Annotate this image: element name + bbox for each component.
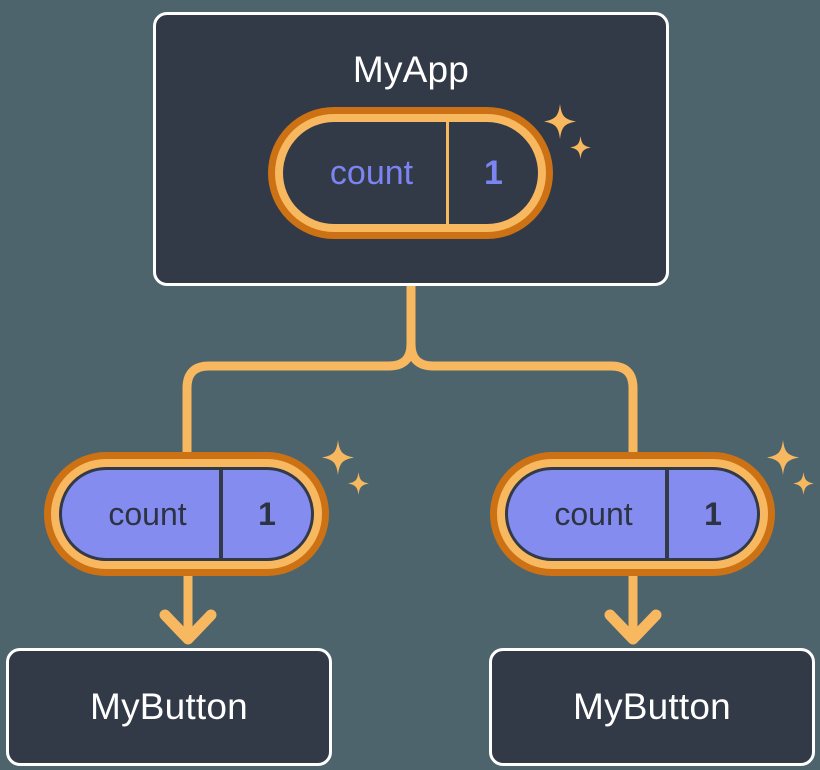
component-title-mybutton-left: MyButton (90, 686, 248, 727)
state-pill-body: count 1 (59, 467, 314, 561)
state-pill-myapp[interactable]: count 1 (268, 107, 553, 239)
arrow-down-left (159, 567, 217, 645)
component-box-mybutton-left[interactable]: MyButton (6, 648, 332, 766)
state-key: count (554, 495, 633, 532)
component-title-myapp: MyApp (352, 49, 470, 90)
state-pill-body: count 1 (505, 467, 760, 561)
state-key: count (329, 153, 414, 192)
sparkle-icon (322, 440, 354, 475)
component-box-mybutton-right[interactable]: MyButton (489, 648, 815, 766)
connector-trunk-to-branches (182, 281, 416, 460)
state-value: 1 (446, 122, 538, 224)
state-pill-branch-right[interactable]: count 1 (490, 452, 775, 576)
state-pill-ring: count 1 (497, 459, 768, 569)
component-title-mybutton-right: MyButton (573, 686, 731, 727)
state-key: count (108, 495, 187, 532)
sparkle-icon (767, 440, 799, 475)
sparkle-icon (348, 472, 369, 495)
state-pill-ring: count 1 (51, 459, 322, 569)
connector-trunk-to-branch-right (406, 339, 638, 460)
state-pill-ring: count 1 (275, 114, 546, 232)
state-value: 1 (665, 470, 757, 558)
arrow-down-right (604, 567, 662, 645)
state-pill-branch-left[interactable]: count 1 (44, 452, 329, 576)
state-pill-body: count 1 (283, 122, 538, 224)
sparkle-icon (793, 472, 814, 495)
state-value: 1 (219, 470, 311, 558)
